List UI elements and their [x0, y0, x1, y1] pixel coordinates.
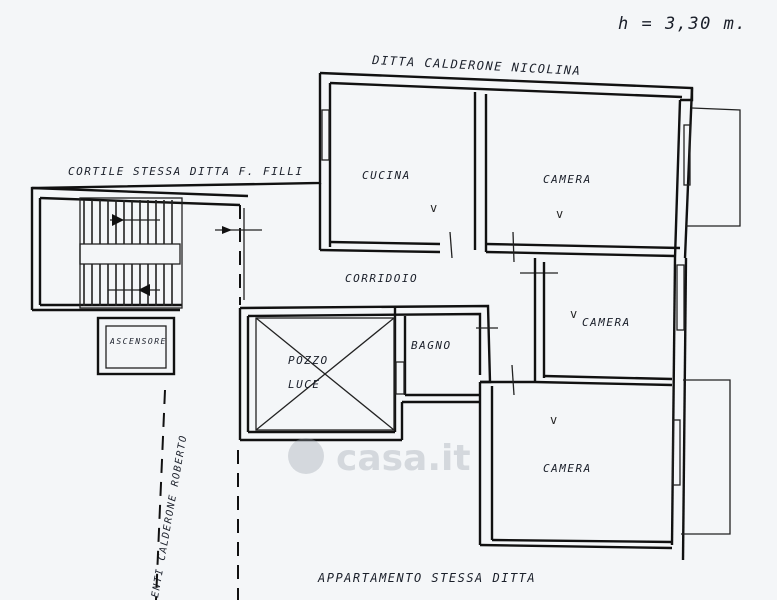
room-label-lightwell-line1: POZZO [288, 354, 329, 367]
elevator-shaft [96, 316, 176, 376]
property-lines [155, 389, 239, 600]
room-label-kitchen: CUCINA [362, 169, 411, 182]
svg-text:v: v [570, 307, 577, 321]
room-label-bathroom: BAGNO [411, 339, 452, 352]
staircase [79, 197, 183, 309]
neighbor-bottom-label: APPARTAMENTO STESSA DITTA [317, 571, 536, 585]
watermark: casa.it [288, 438, 471, 479]
upper-rooms-walls [318, 83, 691, 274]
svg-text:v: v [430, 201, 437, 215]
annotation-marks: v v v v [430, 201, 577, 427]
watermark-text: casa.it [336, 438, 471, 479]
room-label-bedroom-3: CAMERA [543, 462, 592, 475]
room-label-lightwell-line2: LUCE [288, 378, 321, 391]
room-label-bedroom-1: CAMERA [543, 173, 592, 186]
core-block-walls [238, 304, 498, 442]
height-note: h = 3,30 m. [618, 14, 747, 34]
bottom-room-walls [478, 364, 681, 545]
svg-text:v: v [550, 413, 557, 427]
right-middle-room-walls [533, 258, 685, 387]
svg-text:v: v [556, 207, 563, 221]
corridor-marks [215, 205, 262, 305]
room-label-bedroom-2: CAMERA [582, 316, 631, 329]
room-label-corridor: CORRIDOIO [345, 272, 418, 285]
courtyard-label: CORTILE STESSA DITTA F. FILLI [68, 165, 304, 178]
room-label-elevator: ASCENSORE [109, 337, 167, 346]
